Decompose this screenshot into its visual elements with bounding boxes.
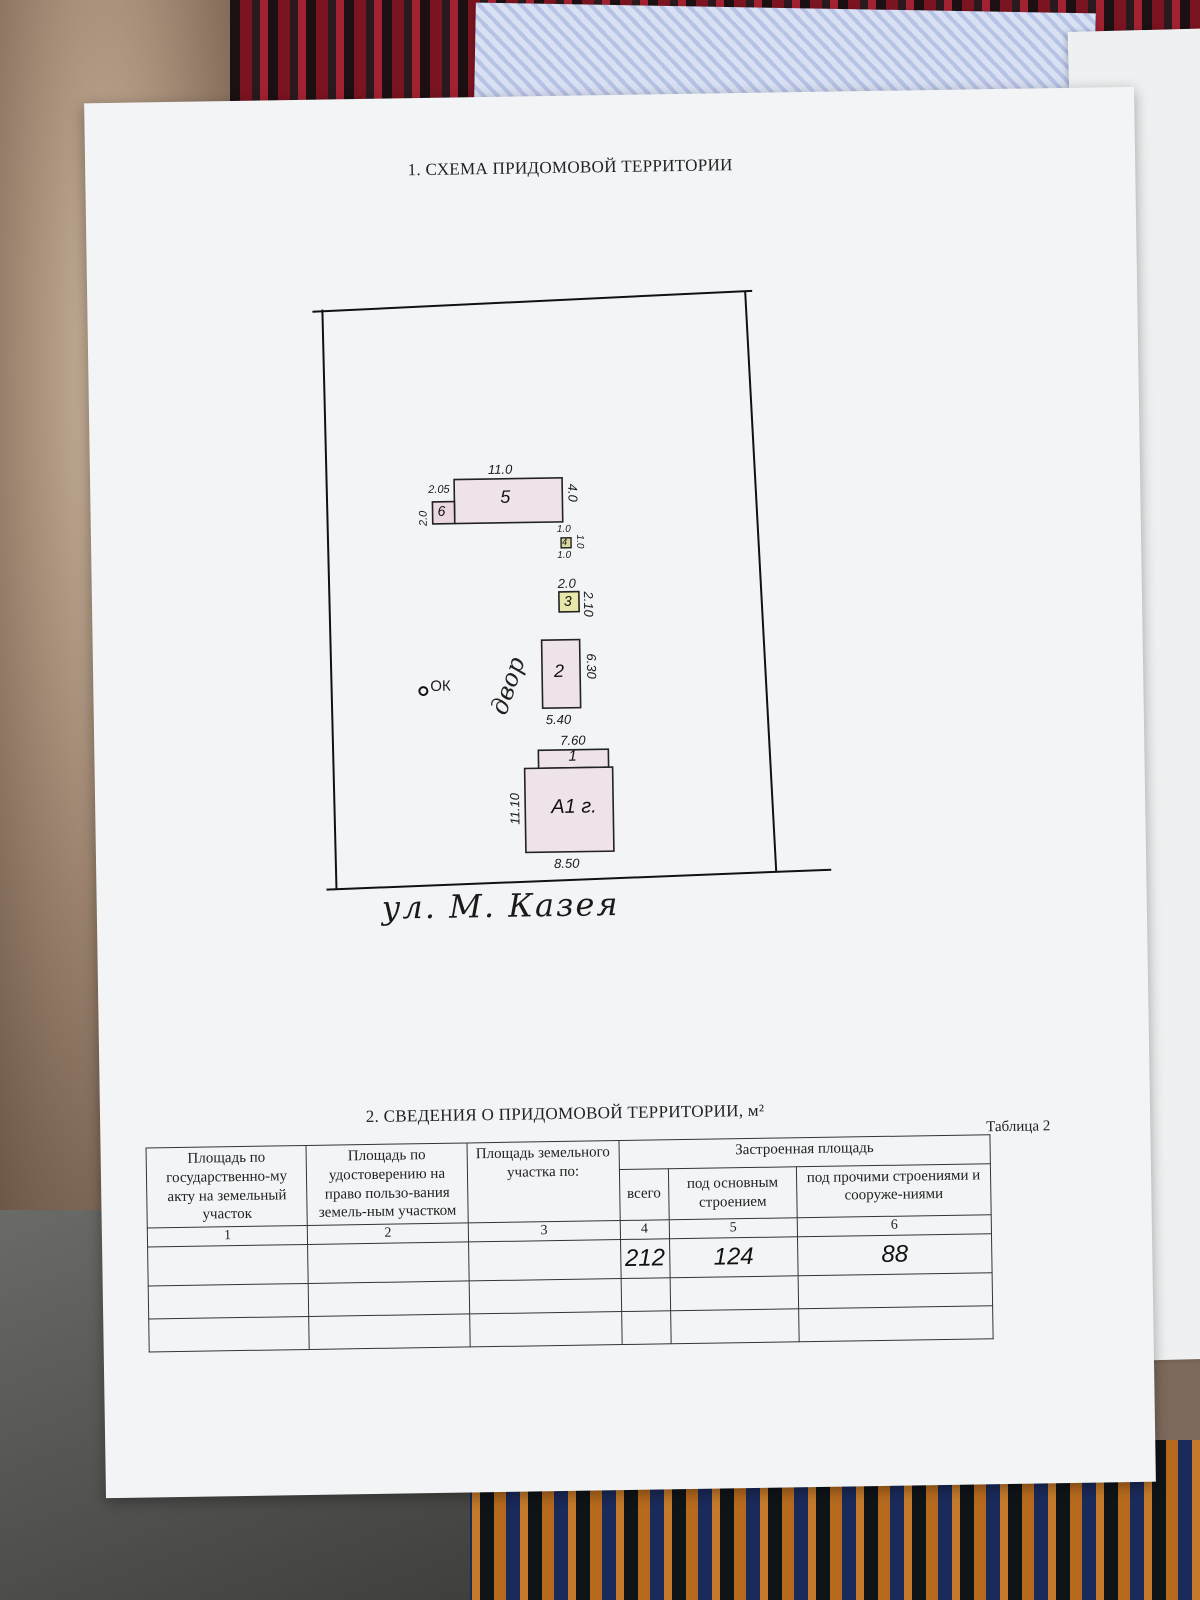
street-line bbox=[326, 868, 832, 891]
dim-building-2-length: 6.30 bbox=[583, 653, 600, 679]
dim-building-5-width: 4.0 bbox=[565, 483, 581, 502]
dim-building-2-width: 5.40 bbox=[545, 711, 572, 728]
header-main-building: под основным строением bbox=[668, 1166, 798, 1220]
building-5-label: 5 bbox=[500, 486, 511, 507]
dim-building-1-length: 7.60 bbox=[560, 732, 586, 748]
dim-building-5-length: 11.0 bbox=[487, 461, 513, 478]
column-number: 4 bbox=[619, 1219, 670, 1240]
building-4-label: 4 bbox=[561, 536, 568, 547]
street-label: ул. М. Казея bbox=[381, 885, 620, 927]
cell-total-value: 212 bbox=[620, 1238, 670, 1279]
cell-state-act-value bbox=[147, 1244, 309, 1286]
building-2 bbox=[540, 638, 582, 710]
section2-title: 2. СВЕДЕНИЯ О ПРИДОМОВОЙ ТЕРРИТОРИИ, м² bbox=[365, 1100, 765, 1127]
plot-boundary-right bbox=[744, 290, 778, 873]
document-sheet: 1. СХЕМА ПРИДОМОВОЙ ТЕРРИТОРИИ 5 6 4 3 2… bbox=[84, 86, 1156, 1499]
dim-building-4-top: 1.0 bbox=[556, 523, 571, 535]
cell-main-value: 124 bbox=[669, 1236, 799, 1278]
building-4 bbox=[560, 537, 572, 549]
header-other-buildings: под прочими строениями и сооруже-ниями bbox=[796, 1163, 992, 1218]
header-plot-area: Площадь земельного участка по: bbox=[466, 1140, 620, 1223]
territory-table: Площадь по государственно-му акту на зем… bbox=[146, 1134, 994, 1352]
column-number: 3 bbox=[467, 1220, 621, 1242]
cell-certificate-value bbox=[307, 1241, 469, 1284]
building-3 bbox=[558, 590, 580, 613]
header-total: всего bbox=[619, 1168, 669, 1221]
building-1-label: 1 bbox=[568, 747, 577, 765]
plot-boundary bbox=[321, 309, 338, 890]
column-number: 1 bbox=[147, 1225, 308, 1247]
cell-other-value: 88 bbox=[797, 1233, 993, 1276]
building-a1-label: А1 г. bbox=[551, 795, 597, 819]
dim-building-a1-width: 8.50 bbox=[553, 855, 580, 872]
building-3-label: 3 bbox=[563, 592, 572, 609]
ok-marker bbox=[418, 686, 429, 697]
building-a1 bbox=[523, 766, 615, 854]
dim-building-3-length: 2.0 bbox=[557, 575, 576, 591]
dim-building-4-side: 1.0 bbox=[573, 534, 586, 549]
dim-building-6-length: 2.05 bbox=[428, 483, 450, 496]
header-certificate-area: Площадь по удостоверению на право пользо… bbox=[306, 1142, 468, 1226]
plot-boundary-top bbox=[312, 289, 753, 313]
column-number: 2 bbox=[307, 1222, 469, 1245]
dim-building-3-width: 2.10 bbox=[580, 591, 597, 617]
dim-building-a1-length: 11.10 bbox=[506, 792, 523, 825]
header-state-act-area: Площадь по государственно-му акту на зем… bbox=[146, 1145, 308, 1228]
ok-label: ОК bbox=[430, 677, 451, 695]
table-caption: Таблица 2 bbox=[986, 1118, 1051, 1136]
building-6 bbox=[431, 500, 456, 525]
building-6-label: 6 bbox=[437, 502, 446, 519]
cell-plot-value bbox=[468, 1239, 621, 1281]
site-plan bbox=[312, 289, 832, 891]
dim-building-6-width: 2.0 bbox=[417, 510, 430, 527]
dim-building-4-bottom: 1.0 bbox=[557, 549, 572, 561]
building-2-label: 2 bbox=[553, 660, 565, 682]
column-number: 5 bbox=[668, 1217, 798, 1239]
